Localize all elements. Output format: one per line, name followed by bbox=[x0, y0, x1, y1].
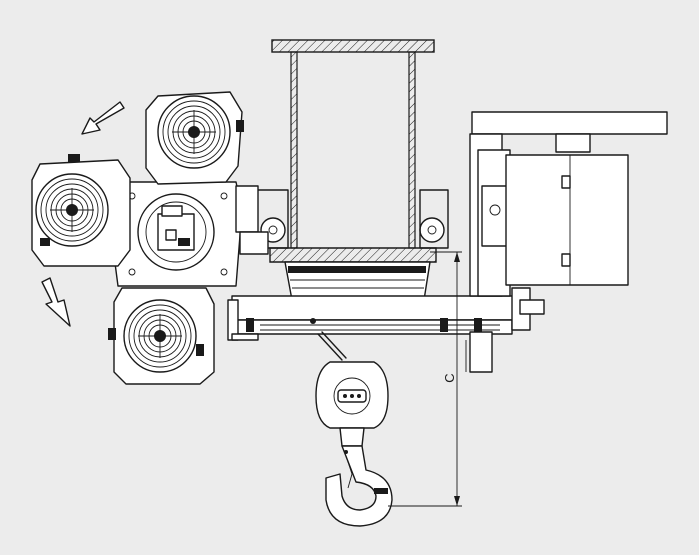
beam-web-right bbox=[408, 51, 416, 249]
trolley-frame bbox=[227, 295, 521, 341]
beam-bottom-flange bbox=[269, 247, 437, 263]
wheel-right bbox=[419, 217, 445, 243]
rotation-arrow-down bbox=[41, 277, 71, 327]
crane-hook bbox=[325, 445, 393, 527]
dimension-c: C bbox=[388, 251, 462, 507]
wire-rope bbox=[310, 318, 347, 361]
beam-web-left bbox=[290, 51, 298, 249]
fan-motor-bottom bbox=[108, 287, 215, 385]
top-plate bbox=[471, 111, 668, 135]
hook-block bbox=[315, 361, 389, 447]
i-beam bbox=[269, 39, 437, 263]
drive-unit bbox=[465, 111, 668, 373]
gear-housing bbox=[111, 181, 269, 287]
fan-motor-top bbox=[145, 91, 244, 185]
fan-motor-left bbox=[31, 154, 131, 267]
trolley-wheels bbox=[256, 189, 449, 249]
rope-drum bbox=[284, 261, 431, 301]
fan-left-icon bbox=[50, 188, 94, 232]
rotation-arrow-up bbox=[81, 101, 125, 135]
dimension-label: C bbox=[442, 373, 457, 382]
fan-bottom-icon bbox=[138, 314, 182, 358]
fan-top-icon bbox=[172, 110, 216, 154]
drum-rope-band bbox=[288, 266, 426, 273]
beam-top-flange bbox=[271, 39, 435, 53]
